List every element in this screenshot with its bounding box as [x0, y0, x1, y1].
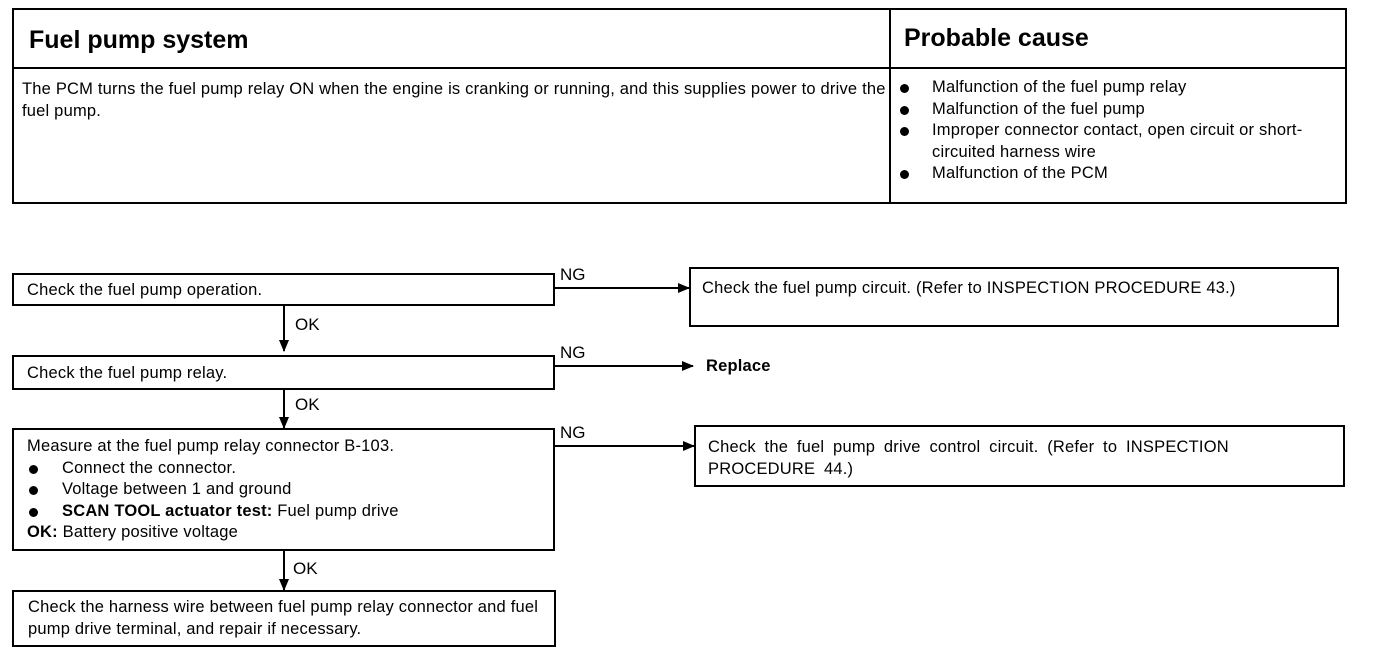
- bullet-icon: [29, 507, 38, 517]
- bullet-text: SCAN TOOL actuator test: Fuel pump drive: [62, 501, 399, 523]
- bullet-icon: [900, 84, 909, 93]
- ok-text: Battery positive voltage: [57, 523, 239, 541]
- system-description: The PCM turns the fuel pump relay ON whe…: [22, 80, 886, 120]
- bullet-icon: [900, 170, 909, 179]
- cause-text: Malfunction of the fuel pump relay: [932, 78, 1187, 96]
- cause-item: Malfunction of the PCM: [900, 163, 1346, 185]
- bullet-text: Connect the connector.: [62, 458, 237, 477]
- bullet-bold: SCAN TOOL actuator test:: [62, 501, 273, 520]
- cause-text: Malfunction of the PCM: [932, 164, 1108, 182]
- ok-label: OK: [293, 559, 318, 578]
- ok-criteria: OK: Battery positive voltage: [27, 522, 553, 544]
- ng-label: NG: [560, 343, 586, 362]
- cause-item: Malfunction of the fuel pump relay: [900, 77, 1346, 99]
- bullet-icon: [900, 105, 909, 115]
- info-table: Fuel pump system Probable cause The PCM …: [12, 8, 1347, 204]
- cause-item: Malfunction of the fuel pump: [900, 99, 1346, 121]
- probable-cause-list: Malfunction of the fuel pump relay Malfu…: [900, 77, 1346, 185]
- action-text: Check the fuel pump circuit. (Refer to I…: [702, 279, 1236, 297]
- step-check-pump-relay: Check the fuel pump relay.: [12, 355, 555, 390]
- step-text: Check the fuel pump relay.: [27, 364, 228, 382]
- ng-action-replace: Replace: [706, 357, 771, 375]
- cause-text: Improper connector contact, open circuit…: [932, 121, 1303, 161]
- cause-item: Improper connector contact, open circuit…: [900, 120, 1346, 163]
- action-text: Check the fuel pump drive control circui…: [708, 438, 1229, 478]
- step-check-pump-operation: Check the fuel pump operation.: [12, 273, 555, 306]
- step-check-harness-wire: Check the harness wire between fuel pump…: [12, 590, 556, 647]
- ng-action-pump-circuit: Check the fuel pump circuit. (Refer to I…: [689, 267, 1339, 327]
- ok-prefix: OK:: [27, 523, 58, 541]
- step-text: Check the harness wire between fuel pump…: [28, 598, 539, 638]
- step-text: Check the fuel pump operation.: [27, 281, 263, 299]
- step-bullet: Connect the connector.: [27, 458, 553, 480]
- table-header-cause: Probable cause: [904, 24, 1089, 52]
- table-header-system: Fuel pump system: [29, 26, 249, 54]
- step-title: Measure at the fuel pump relay connector…: [27, 437, 395, 455]
- ng-label: NG: [560, 265, 586, 284]
- bullet-rest: Fuel pump drive: [272, 501, 399, 520]
- table-horizontal-divider: [14, 67, 1345, 69]
- bullet-icon: [900, 127, 909, 136]
- bullet-icon: [29, 464, 38, 474]
- ok-label: OK: [295, 315, 320, 334]
- ok-label: OK: [295, 395, 320, 414]
- cause-text: Malfunction of the fuel pump: [932, 99, 1145, 118]
- step-measure-relay-connector: Measure at the fuel pump relay connector…: [12, 428, 555, 551]
- ng-label: NG: [560, 423, 586, 442]
- table-vertical-divider: [889, 10, 891, 202]
- step-bullet: SCAN TOOL actuator test: Fuel pump drive: [27, 501, 553, 523]
- bullet-text: Voltage between 1 and ground: [62, 480, 292, 498]
- ng-action-drive-control-circuit: Check the fuel pump drive control circui…: [694, 425, 1345, 487]
- step-bullet: Voltage between 1 and ground: [27, 479, 553, 501]
- bullet-icon: [29, 486, 38, 495]
